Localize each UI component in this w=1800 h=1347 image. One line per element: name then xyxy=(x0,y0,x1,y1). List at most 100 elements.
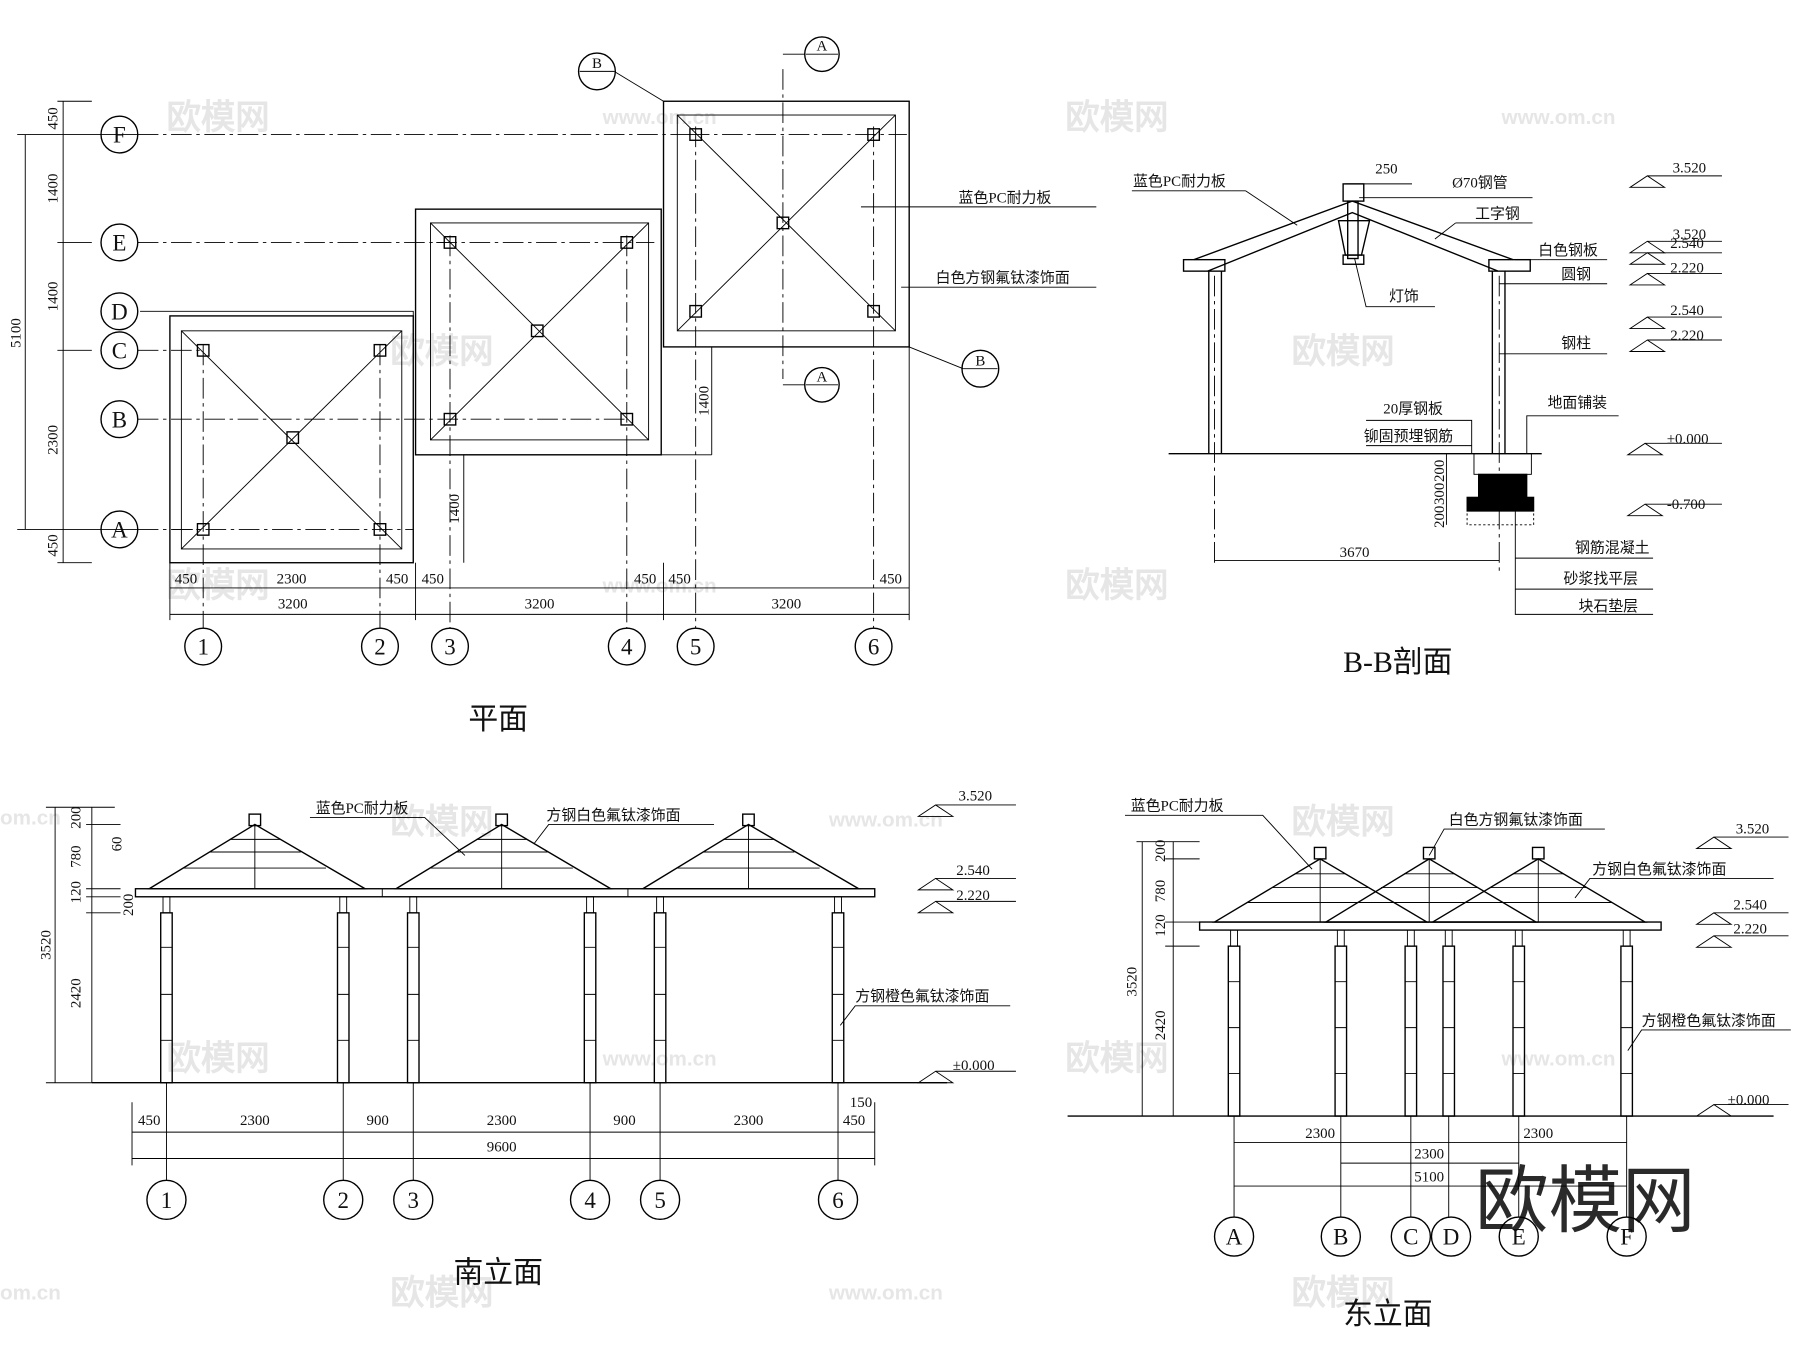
elevation-value: 2.220 xyxy=(1733,922,1767,938)
axis-label: 3 xyxy=(444,635,455,660)
dimension: 1400 xyxy=(45,174,61,204)
dimension: 250 xyxy=(1375,162,1397,178)
axis-label: D xyxy=(111,299,128,324)
section-mark-b: B xyxy=(592,56,602,72)
elevation-value: 3.520 xyxy=(1673,160,1707,176)
axis-label: 4 xyxy=(584,1188,596,1213)
elevation-value: ±0.000 xyxy=(1728,1093,1770,1109)
dimension: 1400 xyxy=(696,386,712,416)
dimension: 450 xyxy=(843,1113,865,1129)
watermark: 欧模网 xyxy=(390,803,493,843)
elevation-value: ±0.000 xyxy=(1667,431,1709,447)
axis-label: 6 xyxy=(832,1188,843,1213)
annotation-label: 方钢橙色氟钛漆饰面 xyxy=(1642,1012,1776,1029)
annotation-label: 方钢橙色氟钛漆饰面 xyxy=(855,988,989,1005)
dimension: 3200 xyxy=(278,597,308,613)
plan-title: 平面 xyxy=(468,703,528,736)
annotation-label: 砂浆找平层 xyxy=(1564,569,1639,587)
dimension: 900 xyxy=(613,1113,635,1129)
axis-label: 2 xyxy=(374,635,385,660)
section-title: B-B剖面 xyxy=(1343,646,1452,679)
annotation-label: 钢筋混凝土 xyxy=(1575,539,1650,556)
dimension: 450 xyxy=(422,571,444,587)
dimension: 2300 xyxy=(1414,1147,1444,1163)
axis-label: 5 xyxy=(654,1188,665,1213)
annotation-label: 蓝色PC耐力板 xyxy=(959,188,1052,206)
annotation-label: 20厚钢板 xyxy=(1383,399,1443,417)
axis-label: 5 xyxy=(690,635,701,660)
dimension: 900 xyxy=(366,1113,388,1129)
annotation-label: Ø70钢管 xyxy=(1452,174,1507,191)
annotation-label: 地面铺装 xyxy=(1547,395,1607,412)
annotation-label: 工字钢 xyxy=(1475,205,1520,222)
roof xyxy=(640,813,862,890)
annotation-label: 蓝色PC耐力板 xyxy=(1131,797,1224,815)
dimension: 450 xyxy=(634,571,656,587)
dimension: 2300 xyxy=(45,425,61,455)
roof xyxy=(393,813,614,890)
dimension: 60 xyxy=(110,837,126,852)
dimension: 450 xyxy=(386,571,408,587)
dimension: 200 xyxy=(1153,840,1169,862)
watermark: 欧模网 xyxy=(166,566,269,606)
axis-label: C xyxy=(112,338,127,363)
elevation-value: 2.220 xyxy=(1670,260,1704,276)
plan-left-dimensions: 5100 450 1400 1400 2300 450 xyxy=(9,100,138,564)
dimension: 2300 xyxy=(277,571,307,587)
dimension: 3520 xyxy=(1124,967,1140,997)
dimension: 2420 xyxy=(68,978,84,1008)
watermark: 欧模网 xyxy=(1291,1273,1394,1313)
bb-section-view: 3670 200 300 200 250 蓝色PC耐力板 Ø70钢管 工字钢 白… xyxy=(1131,160,1722,679)
dimension: 200 xyxy=(121,894,137,916)
watermark: www.om.cn xyxy=(828,809,943,832)
plan-col-axes: 1 2 3 4 5 6 xyxy=(184,627,893,666)
elevation-value: 2.540 xyxy=(1670,303,1704,319)
elevation-value: 2.540 xyxy=(956,863,990,879)
elevation-value: 2.220 xyxy=(1670,328,1704,344)
plan-row-axes: F E D C B A xyxy=(100,115,139,549)
annotation-label: 白色方钢氟钛漆饰面 xyxy=(936,270,1070,287)
elevation-value: 3.520 xyxy=(1736,822,1770,838)
annotation-label: 铆固预埋钢筋 xyxy=(1364,428,1454,445)
axis-label: A xyxy=(1226,1225,1243,1250)
watermark: 欧模网 xyxy=(166,1039,269,1079)
watermark: www.om.cn xyxy=(1501,1048,1616,1071)
dimension: 200 xyxy=(1432,506,1448,528)
brand-logo: 欧模网 xyxy=(1475,1159,1695,1244)
elevation-value: 3.520 xyxy=(1673,227,1707,243)
elevation-marks: 3.520 3.520 2.540 2.220 2.540 2.220 ±0.0… xyxy=(1626,160,1722,517)
watermark: 欧模网 xyxy=(1065,1039,1168,1079)
axis-label: E xyxy=(112,230,126,255)
axis-label: 6 xyxy=(868,635,879,660)
dimension: 450 xyxy=(175,571,197,587)
section-mark-b: B xyxy=(975,353,985,369)
south-elevation-title: 南立面 xyxy=(453,1256,542,1289)
plan-view: F E D C B A 1 2 3 4 5 6 5100 450 1400 14… xyxy=(9,36,1097,736)
roof xyxy=(1323,846,1539,923)
dimension: 5100 xyxy=(9,318,25,348)
annotation-label: 蓝色PC耐力板 xyxy=(1133,172,1226,190)
elevation-value: 2.540 xyxy=(1733,897,1767,913)
watermark: www.om.cn xyxy=(1501,106,1616,129)
section-markers: A A B B xyxy=(577,36,1000,403)
watermark: www.om.cn xyxy=(602,106,717,129)
watermark: om.cn xyxy=(0,806,61,829)
axis-label: 1 xyxy=(197,635,208,660)
dimension: 1400 xyxy=(45,281,61,311)
east-elevation-view: 200 780 120 2420 3520 2300 2300 2300 510… xyxy=(1067,797,1791,1331)
dimension: 2300 xyxy=(734,1113,764,1129)
east-elevation-title: 东立面 xyxy=(1343,1298,1432,1331)
dimension: 5100 xyxy=(1414,1169,1444,1185)
axis-label: 1 xyxy=(161,1188,172,1213)
dimension: 450 xyxy=(45,107,61,129)
columns xyxy=(1227,929,1634,1117)
watermarks: 欧模网 www.om.cn 欧模网 www.om.cn 欧模网 欧模网 欧模网 … xyxy=(0,98,1616,1314)
dimension: 3200 xyxy=(525,597,555,613)
axis-label: B xyxy=(1333,1225,1348,1250)
dimension: 2300 xyxy=(1305,1126,1335,1142)
section-mark-a: A xyxy=(817,39,828,55)
watermark: 欧模网 xyxy=(1065,566,1168,606)
dimension: 2420 xyxy=(1153,1010,1169,1040)
elevation-value: 2.540 xyxy=(1670,236,1704,252)
